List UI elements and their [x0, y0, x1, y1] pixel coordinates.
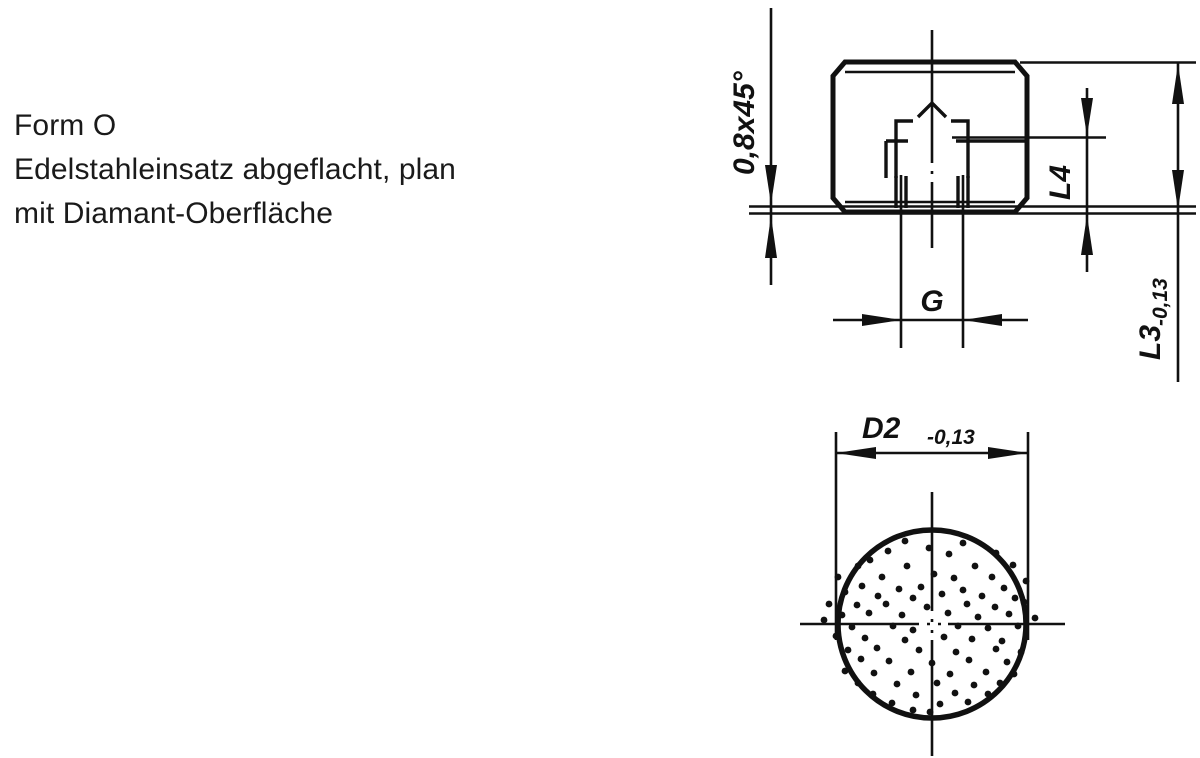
dim-G-label: G: [920, 285, 943, 318]
dim-chamfer-arrow-down: [765, 165, 777, 204]
caption-block: Form O Edelstahleinsatz abgeflacht, plan…: [14, 104, 614, 236]
thread-left-flank: [894, 119, 913, 178]
diamond-surface-stipple: [820, 537, 1039, 716]
dimension-G: G: [833, 175, 1028, 348]
dim-L3-arrow-top: [1172, 64, 1184, 104]
dim-L3-tolerance: -0,13: [1149, 278, 1172, 326]
side-view-group: 0,8x45° L4 L3 -0,13: [728, 8, 1196, 382]
dim-chamfer-arrow-up: [765, 216, 777, 258]
dim-L4-arrow-down: [1081, 98, 1093, 136]
dim-D2-label: D2: [862, 412, 901, 445]
dim-L3-label: L3: [1134, 325, 1167, 360]
caption-line-form: Form O: [14, 109, 117, 142]
internal-thread-detail: [884, 100, 1026, 208]
body-outline: [830, 59, 1030, 215]
dim-chamfer-label: 0,8x45°: [728, 70, 761, 175]
plan-view-circle: [835, 527, 1029, 721]
caption-line-description: Edelstahleinsatz abgeflacht, plan: [14, 153, 456, 186]
dim-L4-label: L4: [1044, 165, 1077, 200]
thread-right-flank: [951, 119, 970, 178]
dim-D2-arrow-right: [988, 447, 1028, 459]
dim-L3-arrow-bottom: [1172, 170, 1184, 210]
dim-G-arrow-left: [862, 314, 901, 326]
side-view-extension-lines: [749, 61, 1196, 215]
dimension-chamfer: 0,8x45°: [728, 8, 777, 285]
body-profile: [830, 59, 1030, 215]
dimension-L3: L3 -0,13: [1134, 62, 1184, 382]
plan-view-centerlines: [800, 492, 1065, 756]
dim-D2-tolerance: -0,13: [927, 426, 975, 449]
caption-line-surface: mit Diamant-Oberfläche: [14, 197, 333, 230]
dim-G-arrow-right: [963, 314, 1002, 326]
chamfer-faces: [845, 70, 1015, 204]
dimension-D2: D2 -0,13: [836, 412, 1028, 459]
dimension-L4: L4: [1044, 88, 1093, 272]
dim-D2-arrow-left: [836, 447, 876, 459]
plan-view-extension-lines: [834, 432, 1030, 640]
dim-L4-arrow-up: [1081, 215, 1093, 255]
plan-view-group: D2 -0,13: [800, 412, 1065, 756]
